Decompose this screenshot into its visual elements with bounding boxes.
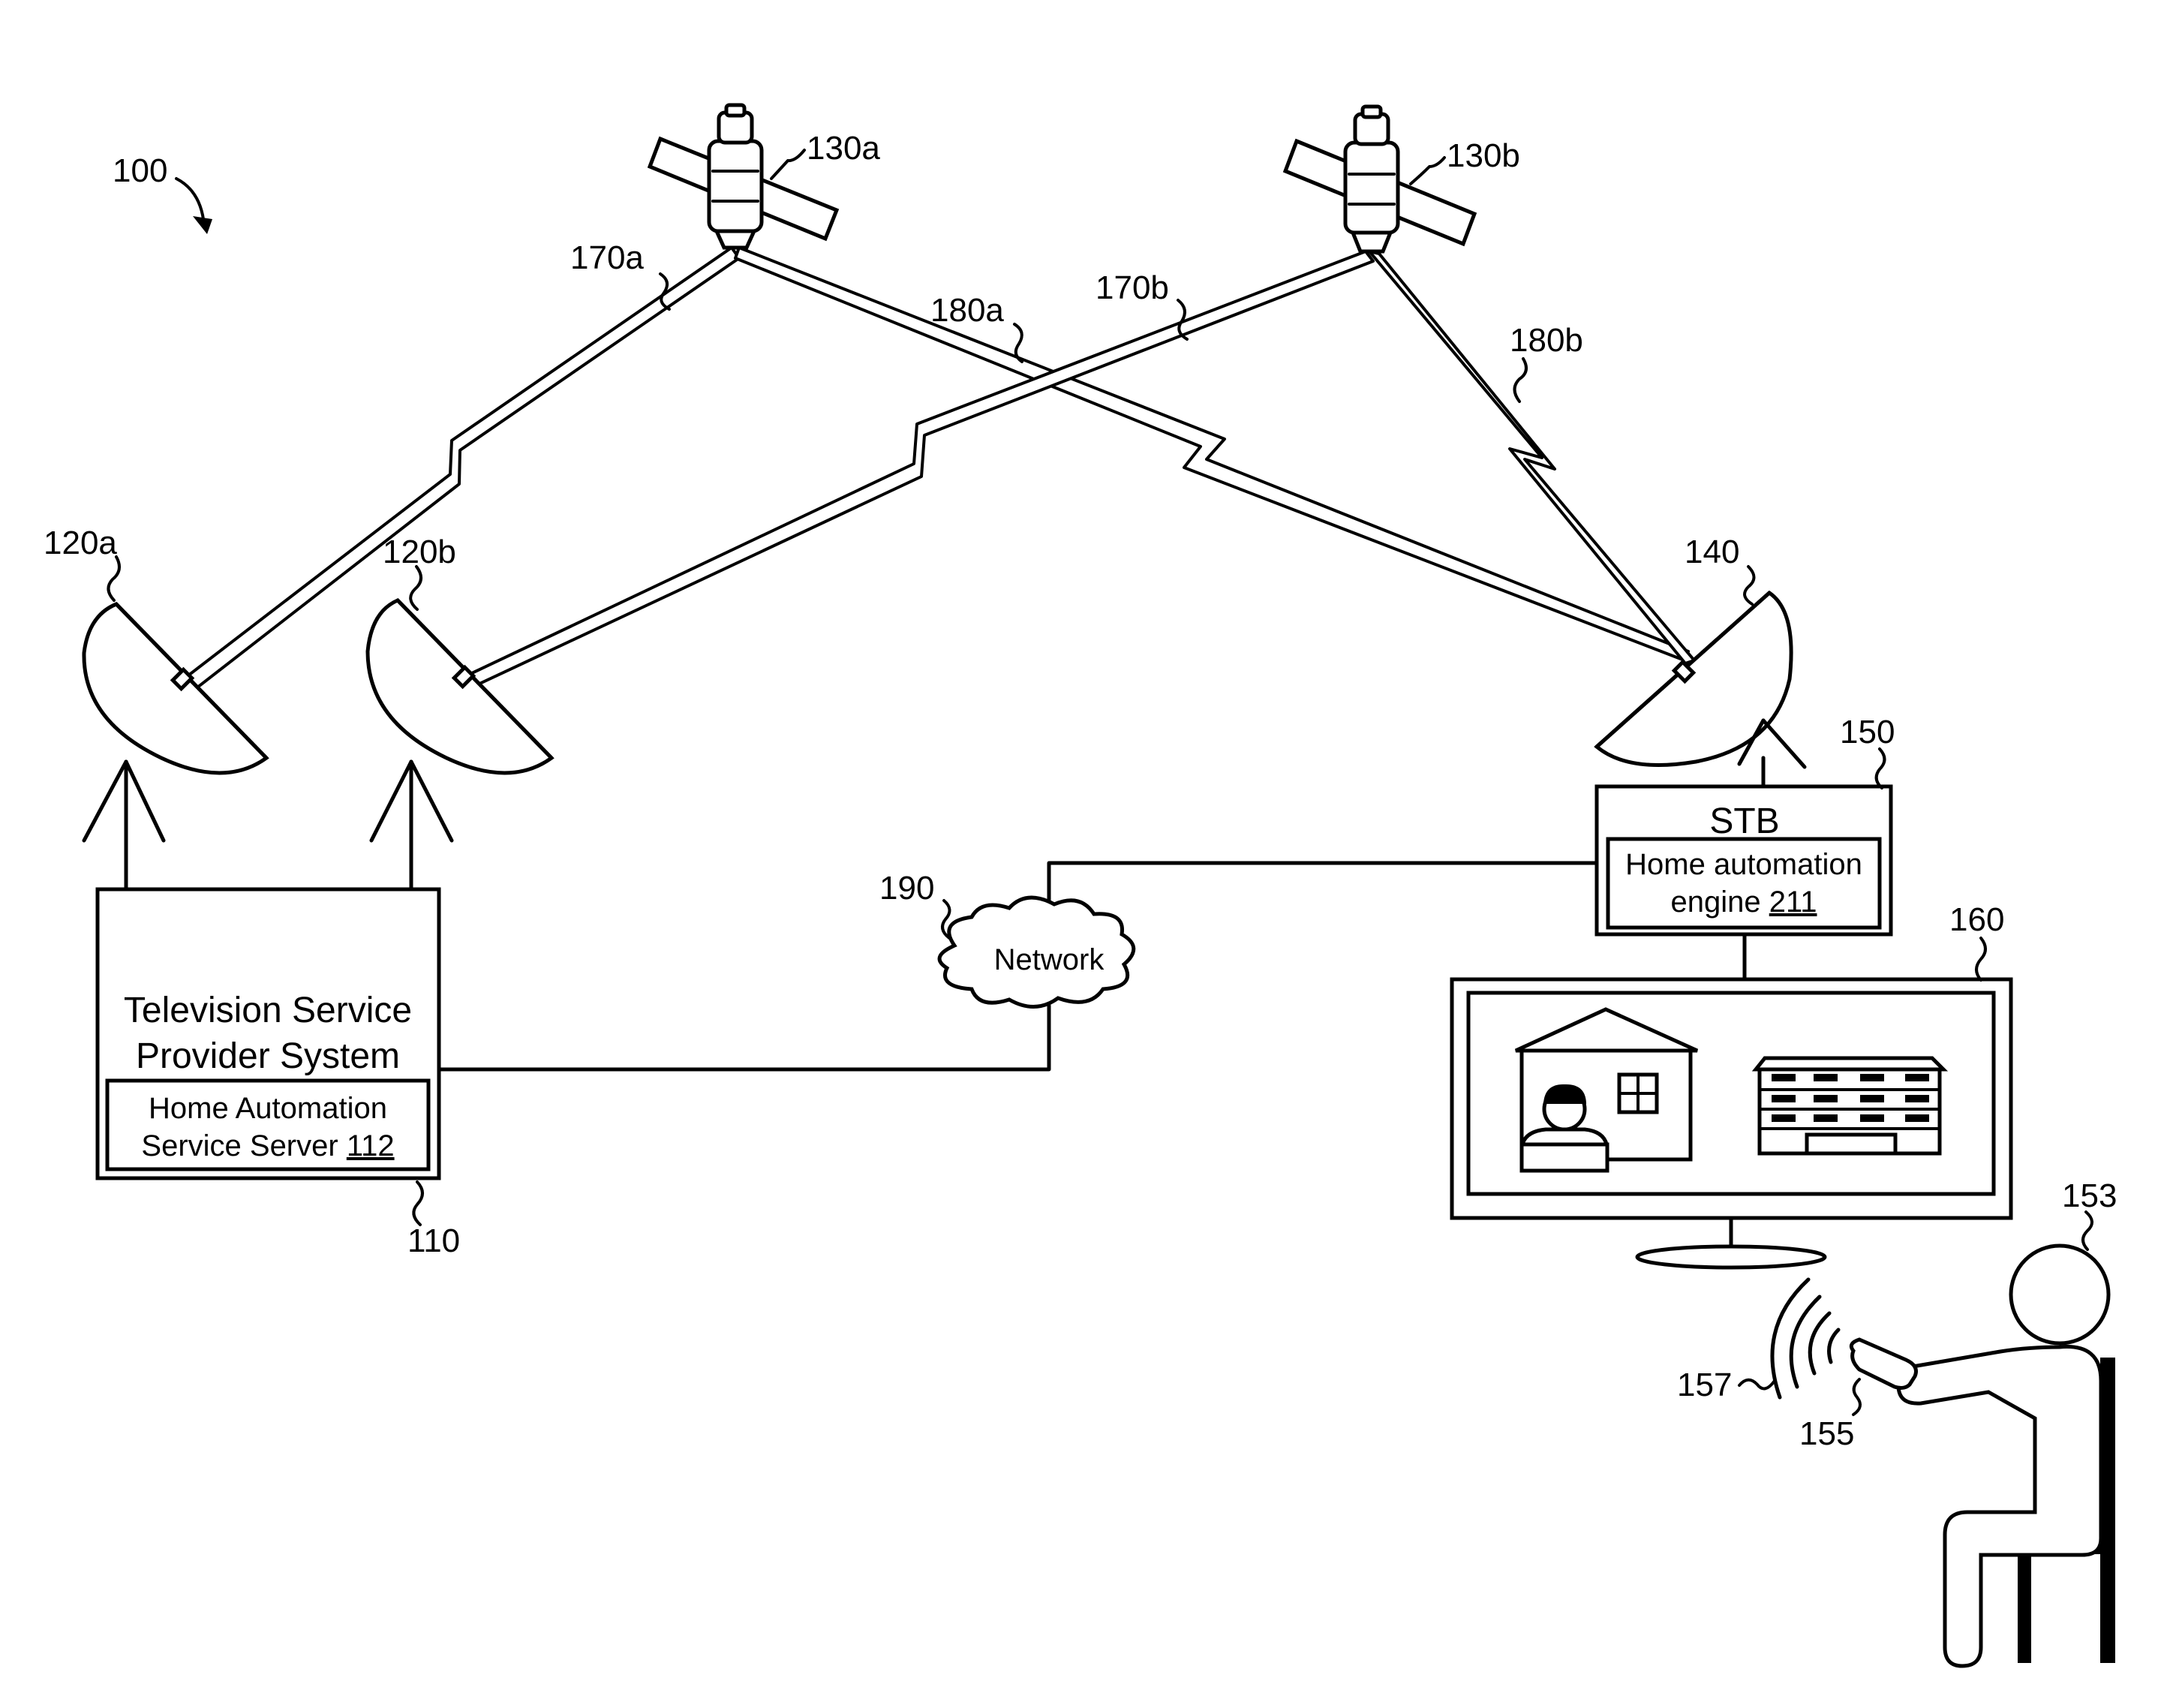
network-190: Network 190 xyxy=(879,870,1134,1007)
ref-155: 155 xyxy=(1799,1415,1854,1452)
user-153: 153 xyxy=(1851,1177,2117,1666)
stb-title: STB xyxy=(1709,801,1779,841)
wireless-signal-icon xyxy=(1772,1279,1838,1397)
ref-170b: 170b xyxy=(1096,269,1169,306)
ref-130b: 130b xyxy=(1447,137,1520,174)
uplink-170a xyxy=(179,248,739,698)
satellite-dish xyxy=(717,231,754,248)
ref-190: 190 xyxy=(879,870,934,907)
ref-130a-leader xyxy=(771,150,804,179)
ref-100-arrowhead xyxy=(193,216,212,234)
ref-140: 140 xyxy=(1685,534,1739,570)
satellite-icon xyxy=(650,105,837,248)
ref-120b: 120b xyxy=(383,534,456,570)
dish-120b: 120b xyxy=(368,534,552,889)
engine-line2: engine 211 xyxy=(1670,886,1817,919)
ref-160: 160 xyxy=(1949,901,2004,938)
ref-157: 157 xyxy=(1677,1367,1732,1403)
satellite-dish-icon xyxy=(1597,593,1805,786)
dish-reflector xyxy=(368,600,552,773)
ref-157-leader xyxy=(1739,1380,1775,1389)
network-stb-line xyxy=(1049,863,1597,922)
system-ref: 100 xyxy=(113,152,212,234)
ref-120b-leader xyxy=(410,567,421,609)
dish-120a: 120a xyxy=(44,525,266,889)
ref-180b-leader xyxy=(1515,359,1527,401)
engine-line1: Home automation xyxy=(1625,848,1862,881)
ref-100: 100 xyxy=(113,152,167,189)
ref-150: 150 xyxy=(1840,714,1895,750)
ref-150-leader xyxy=(1877,749,1885,788)
user-head xyxy=(2011,1246,2108,1343)
provider-title-line2: Provider System xyxy=(136,1036,400,1076)
tv-160: 160 xyxy=(1452,901,2011,1267)
satellite-dish-icon xyxy=(368,600,552,889)
ref-130a: 130a xyxy=(807,130,880,167)
remote-icon xyxy=(1851,1340,1916,1388)
ref-160-leader xyxy=(1976,938,1985,980)
satellite-130b: 130b xyxy=(1285,107,1520,251)
ref-153-leader xyxy=(2083,1212,2092,1249)
ref-170a: 170a xyxy=(570,239,644,276)
satellite-dish xyxy=(1353,233,1390,251)
network-label: Network xyxy=(994,943,1105,976)
provider-network-line xyxy=(439,1006,1049,1069)
dish-reflector xyxy=(84,604,266,773)
server-line1: Home Automation xyxy=(149,1092,387,1125)
ref-110: 110 xyxy=(407,1222,460,1259)
dish-reflector xyxy=(1597,593,1791,765)
satellite-icon xyxy=(1285,107,1474,251)
user-body xyxy=(1898,1347,2101,1666)
ref-140-leader xyxy=(1745,567,1754,604)
satellite-body xyxy=(1345,143,1398,233)
dish-140: 140 xyxy=(1597,534,1805,786)
ref-155-leader xyxy=(1853,1379,1860,1415)
ref-120a-leader xyxy=(108,557,119,600)
signal-157: 157 xyxy=(1677,1279,1838,1403)
ref-180b: 180b xyxy=(1510,322,1583,359)
provider-title-line1: Television Service xyxy=(124,991,412,1030)
provider-system-110: Television Service Provider System Home … xyxy=(98,889,460,1259)
satellite-130a: 130a xyxy=(650,105,880,248)
ref-110-leader xyxy=(413,1182,422,1225)
ref-180a: 180a xyxy=(930,292,1004,329)
ref-130b-leader xyxy=(1411,158,1444,184)
building-icon xyxy=(1756,1058,1943,1153)
ref-120a: 120a xyxy=(44,525,117,561)
ref-153: 153 xyxy=(2062,1177,2117,1214)
person-icon xyxy=(1851,1246,2108,1666)
satellite-body xyxy=(709,141,762,231)
ref-180a-leader xyxy=(1014,324,1022,362)
tv-base xyxy=(1637,1246,1825,1267)
uplink-170a-bolt xyxy=(179,248,739,698)
server-line2: Service Server 112 xyxy=(141,1129,394,1162)
